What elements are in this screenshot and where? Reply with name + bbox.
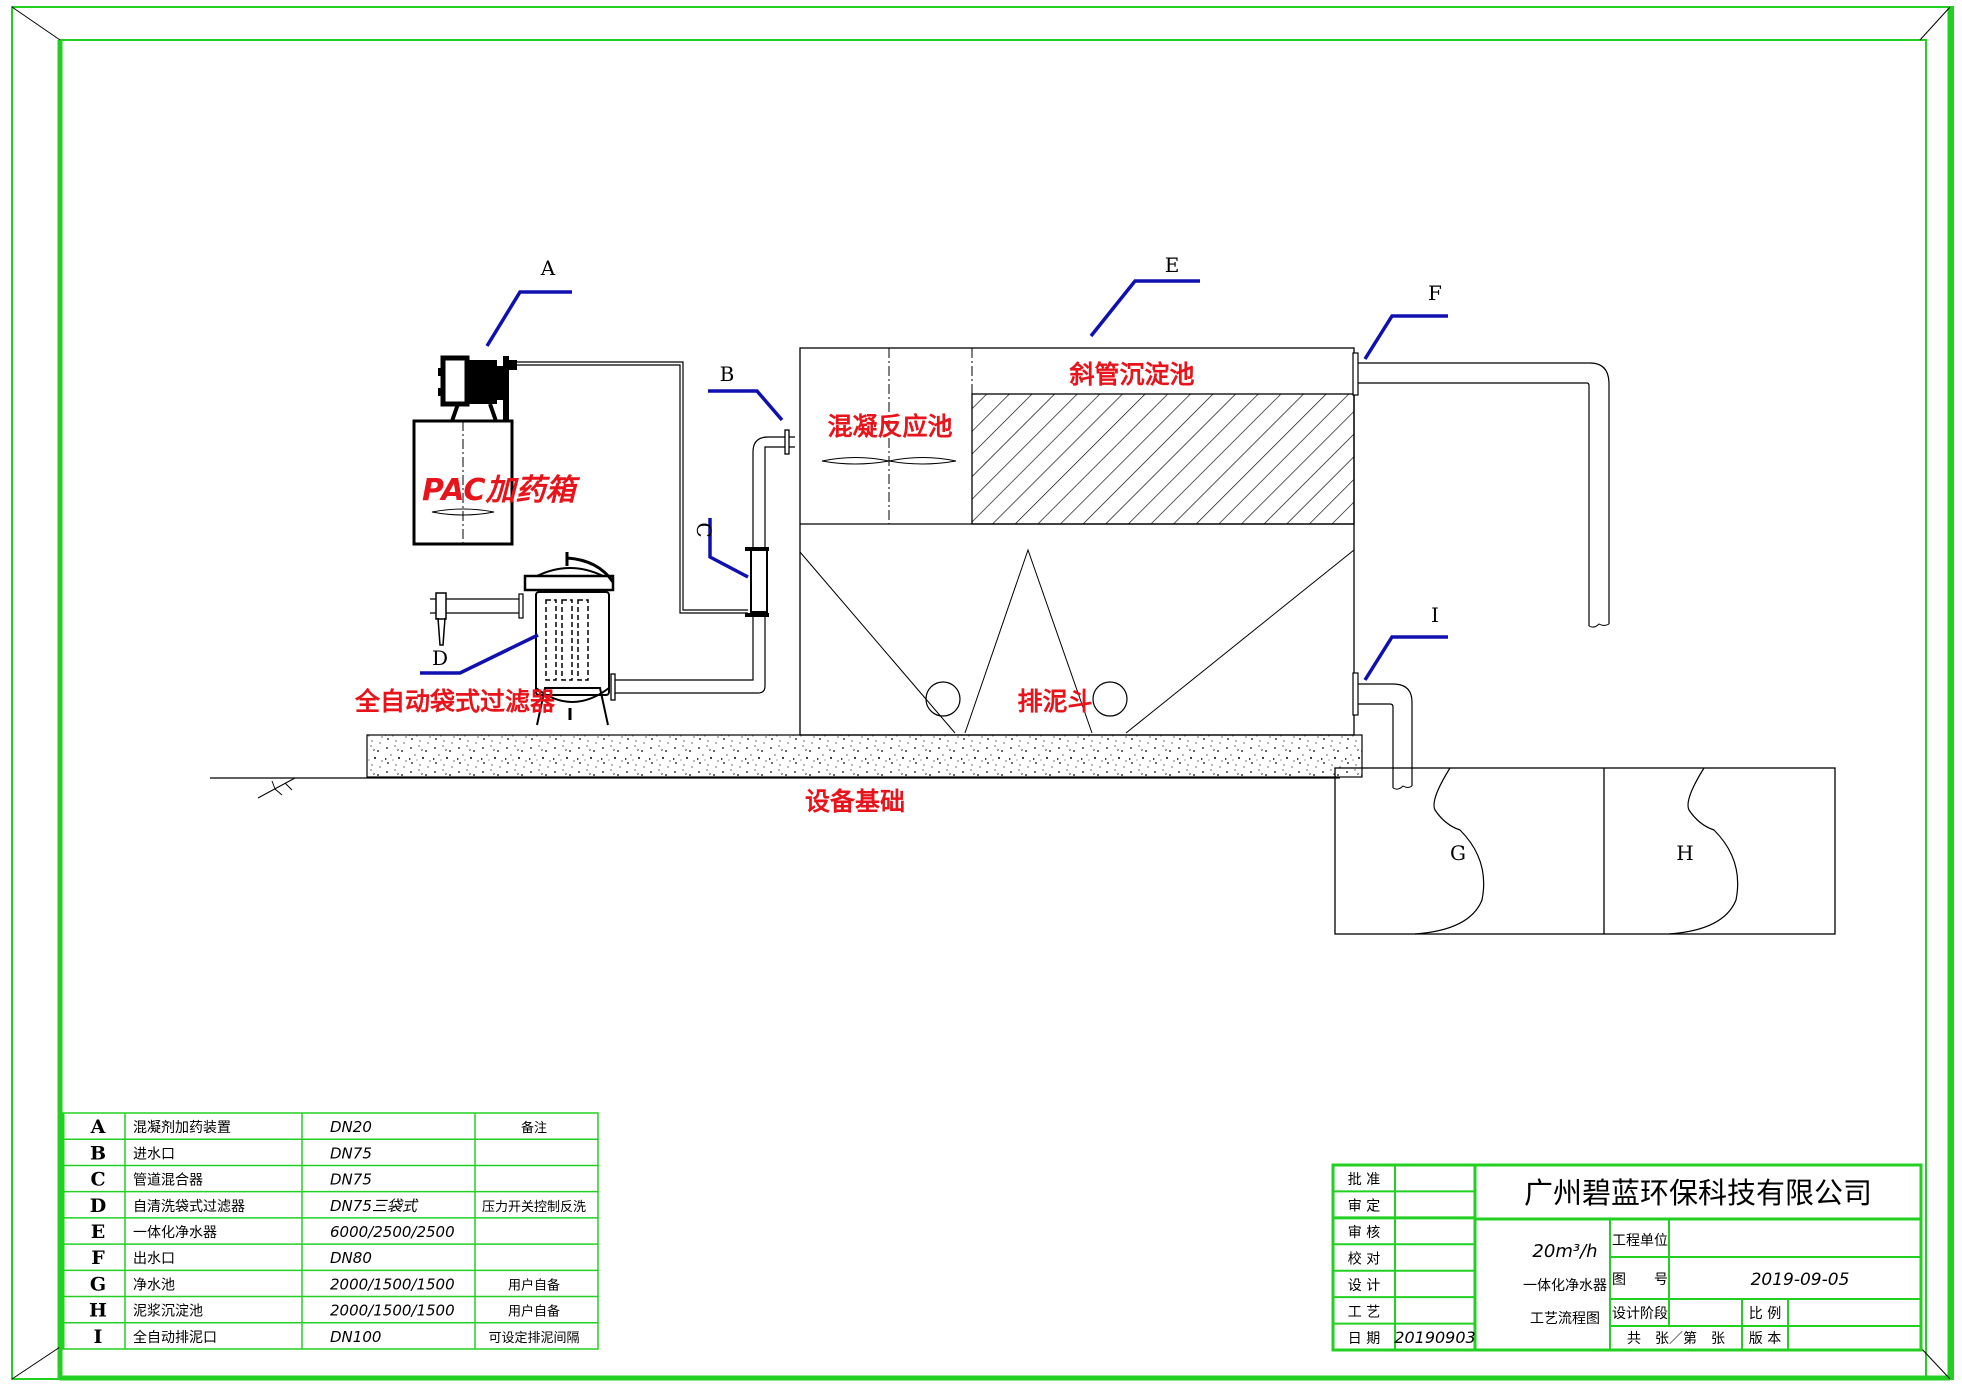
legend-code: D <box>90 1195 106 1217</box>
integrated-purifier: 混凝反应池 斜管沉淀池 排泥斗 <box>799 347 1355 736</box>
date-value: 20190903 <box>1394 1328 1475 1347</box>
legend-spec: DN75三袋式 <box>330 1197 419 1215</box>
legend-code: C <box>90 1169 105 1191</box>
legend-code: E <box>91 1221 105 1243</box>
legend-row: D 自清洗袋式过滤器 DN75三袋式 压力开关控制反洗 <box>90 1195 586 1217</box>
legend-code: B <box>90 1142 106 1164</box>
sheets-label: 共 张／第 张 <box>1627 1330 1725 1347</box>
legend-spec: 2000/1500/1500 <box>330 1275 455 1293</box>
legend-row: I 全自动排泥口 DN100 可设定排泥间隔 <box>94 1326 580 1348</box>
inlet-piping <box>610 429 795 701</box>
title-role-label: 批 准 <box>1348 1172 1380 1188</box>
company-name: 广州碧蓝环保科技有限公司 <box>1524 1176 1872 1210</box>
drawing-no-label: 图 号 <box>1612 1272 1668 1288</box>
legend-spec: DN75 <box>330 1171 372 1189</box>
legend-name: 净水池 <box>133 1277 175 1293</box>
pipe-mixer-icon <box>745 547 769 617</box>
coag-tank-label: 混凝反应池 <box>827 412 952 441</box>
title-block: 广州碧蓝环保科技有限公司 20m³/h 一体化净水器 工艺流程图 工程单位 图 … <box>1331 1163 1923 1352</box>
settling-tank-label: 斜管沉淀池 <box>1068 360 1194 389</box>
legend-name: 自清洗袋式过滤器 <box>133 1199 245 1215</box>
scale-label: 比 例 <box>1749 1306 1781 1322</box>
drawing-frame <box>11 6 1954 1381</box>
legend-name: 一体化净水器 <box>133 1225 217 1241</box>
sludge-hopper-label: 排泥斗 <box>1017 687 1092 716</box>
product-name: 一体化净水器 <box>1523 1278 1607 1294</box>
title-role-label: 日 期 <box>1348 1331 1380 1347</box>
title-role-label: 校 对 <box>1348 1251 1380 1268</box>
legend-row: F 出水口 DN80 <box>91 1247 372 1269</box>
design-stage-label: 设计阶段 <box>1612 1306 1668 1322</box>
callout-a: A <box>540 256 556 280</box>
legend-row: E 一体化净水器 6000/2500/2500 <box>91 1221 455 1243</box>
legend-note: 用户自备 <box>508 1304 560 1320</box>
callout-c: C <box>692 522 716 537</box>
bag-filter: 全自动袋式过滤器 <box>354 552 615 726</box>
legend-row: H 泥浆沉淀池 2000/1500/1500 用户自备 <box>89 1300 560 1322</box>
leader-lines <box>420 279 1448 681</box>
callout-h: H <box>1676 841 1693 865</box>
project-unit-label: 工程单位 <box>1612 1233 1668 1249</box>
callout-b: B <box>720 362 735 386</box>
legend-note: 可设定排泥间隔 <box>488 1331 579 1346</box>
legend-note: 备注 <box>521 1120 547 1136</box>
legend-spec: 6000/2500/2500 <box>330 1223 455 1241</box>
equipment-foundation: 设备基础 <box>210 734 1363 816</box>
callout-f: F <box>1428 281 1442 305</box>
legend-name: 出水口 <box>133 1251 175 1267</box>
drawing-name: 工艺流程图 <box>1530 1311 1600 1327</box>
legend-spec: DN80 <box>330 1249 372 1267</box>
legend-name: 全自动排泥口 <box>133 1329 217 1346</box>
dosing-pump-icon <box>438 355 517 422</box>
legend-name: 混凝剂加药装置 <box>133 1120 231 1136</box>
legend-code: H <box>89 1300 107 1322</box>
callout-g: G <box>1450 841 1466 865</box>
legend-code: F <box>91 1247 105 1269</box>
version-label: 版 本 <box>1749 1331 1781 1347</box>
foundation-label: 设备基础 <box>805 787 905 816</box>
legend-note: 压力开关控制反洗 <box>482 1200 586 1215</box>
legend-spec: DN20 <box>330 1118 372 1136</box>
callout-d: D <box>432 646 448 670</box>
title-role-label: 审 核 <box>1348 1225 1380 1241</box>
legend-code: G <box>90 1273 106 1295</box>
title-role-label: 设 计 <box>1348 1278 1380 1294</box>
callout-labels: A B C D E F G H I <box>432 253 1694 865</box>
pac-dosing-unit: PAC加药箱 <box>412 355 748 614</box>
callout-e: E <box>1165 253 1180 277</box>
title-role-label: 审 定 <box>1348 1199 1380 1215</box>
legend-name: 进水口 <box>133 1146 175 1162</box>
legend-row: C 管道混合器 DN75 <box>90 1169 371 1191</box>
legend-code: A <box>90 1116 106 1138</box>
bag-filter-label: 全自动袋式过滤器 <box>354 687 556 716</box>
legend-spec: DN100 <box>330 1328 381 1346</box>
capacity: 20m³/h <box>1532 1241 1597 1262</box>
legend-spec: 2000/1500/1500 <box>330 1302 455 1320</box>
sludge-piping <box>1352 672 1413 790</box>
legend-row: G 净水池 2000/1500/1500 用户自备 <box>90 1273 560 1295</box>
ground-symbol <box>257 777 296 799</box>
legend-name: 泥浆沉淀池 <box>133 1304 203 1320</box>
outlet-piping <box>1352 352 1610 628</box>
callout-i: I <box>1431 603 1439 627</box>
legend-code: I <box>94 1326 103 1348</box>
drawing-no-value: 2019-09-05 <box>1751 1270 1850 1290</box>
water-pools <box>1334 767 1836 935</box>
legend-row: B 进水口 DN75 <box>90 1142 372 1164</box>
title-role-label: 工 艺 <box>1348 1304 1380 1320</box>
legend-name: 管道混合器 <box>133 1173 203 1189</box>
legend-note: 用户自备 <box>508 1277 560 1293</box>
pac-tank-label: PAC加药箱 <box>422 473 581 508</box>
legend-row: A 混凝剂加药装置 DN20 备注 <box>90 1116 547 1138</box>
legend-spec: DN75 <box>330 1144 372 1162</box>
